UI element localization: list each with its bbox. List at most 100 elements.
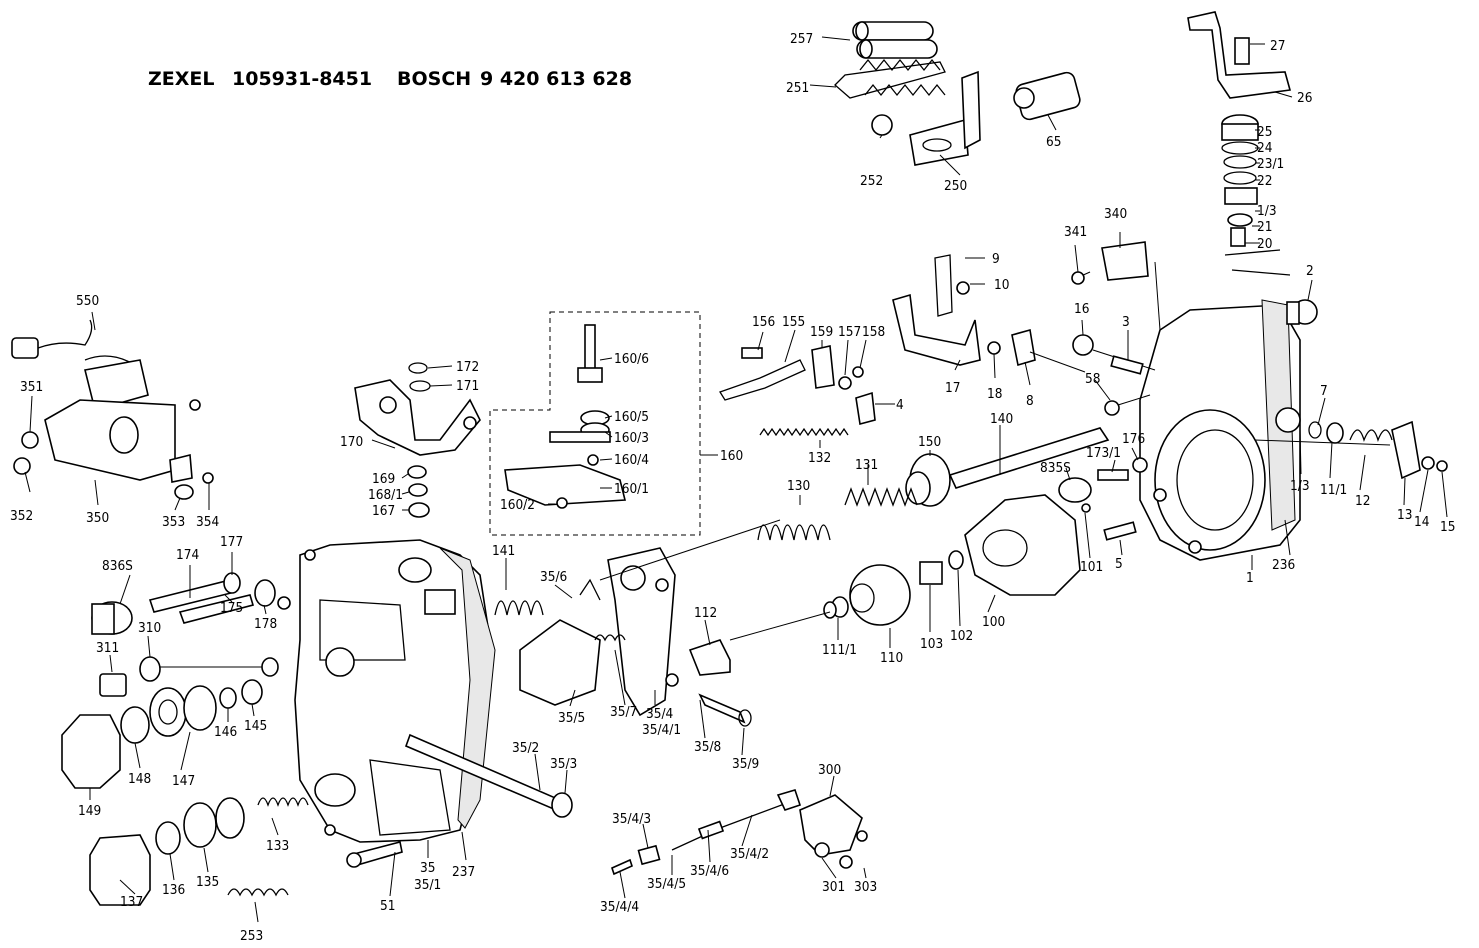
label-174: 174: [176, 547, 199, 563]
label-137: 137: [120, 894, 143, 910]
label-23-1: 23/1: [1257, 156, 1284, 172]
label-341: 341: [1064, 224, 1087, 240]
label-112: 112: [694, 605, 717, 621]
label-103: 103: [920, 636, 943, 652]
label-101: 101: [1080, 559, 1103, 575]
label-20: 20: [1257, 236, 1272, 252]
label-35-4-4: 35/4/4: [600, 899, 639, 915]
label-175: 175: [220, 600, 243, 616]
label-27: 27: [1270, 38, 1285, 54]
label-156: 156: [752, 314, 775, 330]
label-236: 236: [1272, 557, 1295, 573]
label-350: 350: [86, 510, 109, 526]
part-main-housing: [294, 539, 496, 843]
label-157: 157: [838, 324, 861, 340]
part-plug-stack: [61, 679, 263, 789]
label-1-3-top: 1/3: [1257, 203, 1277, 219]
part-300-cover: [799, 794, 868, 869]
label-17: 17: [945, 380, 960, 396]
label-26: 26: [1297, 90, 1312, 106]
title-brand-bosch: BOSCH: [397, 68, 471, 90]
part-252-nut: [871, 114, 893, 136]
part-labels: 257 251 252 250 65 27 26 25 24 23/1 22 1…: [10, 31, 1455, 944]
label-303: 303: [854, 879, 877, 895]
label-301: 301: [822, 879, 845, 895]
label-35-9: 35/9: [732, 756, 759, 772]
part-257-rollers: [852, 21, 938, 59]
label-178: 178: [254, 616, 277, 632]
label-354: 354: [196, 514, 219, 530]
title-brand-zexel: ZEXEL: [148, 68, 215, 90]
title-code-bosch: 9 420 613 628: [480, 68, 632, 90]
label-352: 352: [10, 508, 33, 524]
part-governor-links: [719, 345, 876, 426]
label-176: 176: [1122, 431, 1145, 447]
diagram-title: ZEXEL 105931-8451 BOSCH 9 420 613 628: [148, 68, 632, 90]
label-11-1-right: 11/1: [1320, 482, 1347, 498]
label-7: 7: [1320, 383, 1328, 399]
label-35-4-2: 35/4/2: [730, 846, 769, 862]
label-1: 1: [1246, 570, 1254, 586]
label-160-2: 160/2: [500, 497, 535, 513]
label-160-5: 160/5: [614, 409, 649, 425]
label-251: 251: [786, 80, 809, 96]
label-133: 133: [266, 838, 289, 854]
label-171: 171: [456, 378, 479, 394]
label-3: 3: [1122, 314, 1130, 330]
part-35-4-plate: [607, 547, 679, 717]
label-10: 10: [994, 277, 1009, 293]
label-5: 5: [1115, 556, 1123, 572]
label-18: 18: [987, 386, 1002, 402]
part-100-cam: [964, 494, 1081, 596]
label-173-1: 173/1: [1086, 445, 1121, 461]
label-13: 13: [1397, 507, 1412, 523]
label-35-4-3: 35/4/3: [612, 811, 651, 827]
label-35: 35: [420, 860, 435, 876]
part-65-sleeve: [1013, 71, 1081, 121]
label-160-6: 160/6: [614, 351, 649, 367]
part-250-plate: [909, 118, 969, 166]
label-169: 169: [372, 471, 395, 487]
label-4: 4: [896, 397, 904, 413]
part-251-springs: [834, 58, 946, 99]
leader-lines: [24, 36, 1448, 923]
label-257: 257: [790, 31, 813, 47]
label-146: 146: [214, 724, 237, 740]
label-102: 102: [950, 628, 973, 644]
label-110: 110: [880, 650, 903, 666]
label-160: 160: [720, 448, 743, 464]
label-25: 25: [1257, 124, 1272, 140]
label-135: 135: [196, 874, 219, 890]
part-350-solenoid: [11, 319, 201, 481]
label-65: 65: [1046, 134, 1061, 150]
label-237: 237: [452, 864, 475, 880]
label-252: 252: [860, 173, 883, 189]
label-12: 12: [1355, 493, 1370, 509]
label-130: 130: [787, 478, 810, 494]
part-160-governor-box: [489, 311, 701, 536]
part-1-housing: [1139, 299, 1301, 561]
title-code-zexel: 105931-8451: [232, 68, 372, 90]
label-111-1: 111/1: [822, 642, 857, 658]
label-351: 351: [20, 379, 43, 395]
label-158: 158: [862, 324, 885, 340]
part-top-lever-stack: [1187, 11, 1292, 276]
part-35-4-cable: [611, 789, 802, 876]
label-835s: 835S: [1040, 460, 1071, 476]
part-17-lever: [892, 254, 981, 366]
label-141: 141: [492, 543, 515, 559]
label-160-1: 160/1: [614, 481, 649, 497]
label-550: 550: [76, 293, 99, 309]
label-300: 300: [818, 762, 841, 778]
label-310: 310: [138, 620, 161, 636]
part-drawings: [11, 11, 1448, 923]
label-168-1: 168/1: [368, 487, 403, 503]
part-left-bolts: [91, 572, 291, 635]
label-148: 148: [128, 771, 151, 787]
label-1-3-right: 1/3: [1290, 478, 1310, 494]
label-58: 58: [1085, 371, 1100, 387]
label-14: 14: [1414, 514, 1430, 530]
label-311: 311: [96, 640, 119, 656]
label-35-7: 35/7: [610, 704, 637, 720]
